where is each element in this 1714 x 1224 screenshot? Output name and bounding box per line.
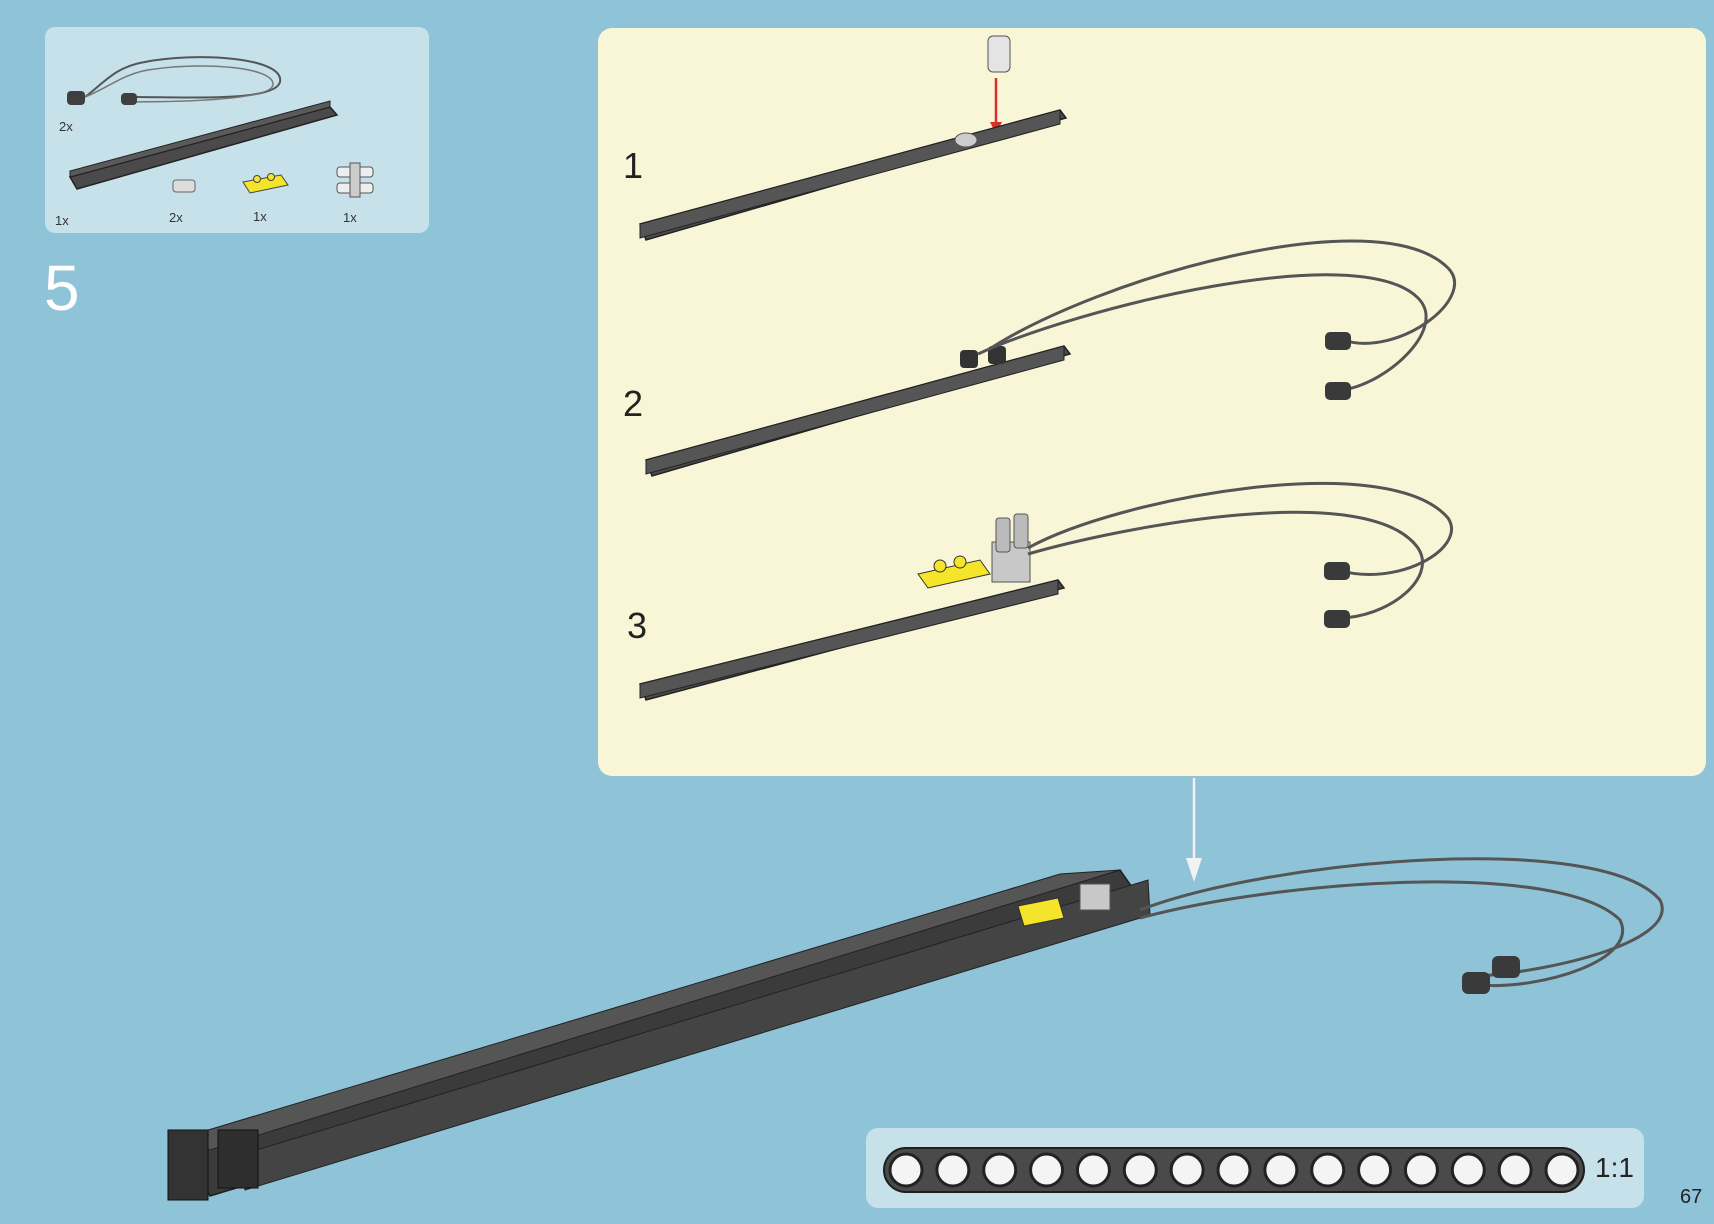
- ruler-hole: [1122, 1152, 1158, 1188]
- sub-assembly-illustration: [639, 35, 1456, 701]
- yellow-plate-icon: [242, 173, 289, 194]
- ruler-hole: [1357, 1152, 1393, 1188]
- ruler-beam-icon: [883, 1147, 1585, 1193]
- pin-icon: [172, 179, 196, 193]
- qty-cable: 2x: [59, 119, 73, 134]
- ruler-hole: [1169, 1152, 1205, 1188]
- scale-ruler-callout: 1:1: [866, 1128, 1644, 1208]
- ruler-hole: [935, 1152, 971, 1188]
- page-number: 67: [1680, 1186, 1703, 1208]
- liftarm-icon: [68, 100, 339, 190]
- step-number: 5: [44, 252, 80, 324]
- ruler-hole: [1216, 1152, 1252, 1188]
- qty-double-pin: 1x: [343, 210, 357, 225]
- ruler-hole: [1450, 1152, 1486, 1188]
- qty-plate: 1x: [253, 209, 267, 224]
- ruler-hole: [1263, 1152, 1299, 1188]
- ruler-hole: [1403, 1152, 1439, 1188]
- sub-step-1-label: 1: [623, 145, 644, 186]
- ruler-hole: [982, 1152, 1018, 1188]
- parts-illustration: [67, 56, 374, 198]
- sub-step-3-diagram: [639, 481, 1453, 701]
- sub-step-1-diagram: [639, 35, 1068, 241]
- ruler-hole: [1310, 1152, 1346, 1188]
- scale-label: 1:1: [1595, 1152, 1634, 1183]
- sub-step-2-label: 2: [623, 383, 644, 424]
- ruler-holes: [888, 1152, 1580, 1188]
- ruler-hole: [1497, 1152, 1533, 1188]
- sub-step-3-label: 3: [627, 605, 648, 646]
- ruler-hole: [1029, 1152, 1065, 1188]
- ruler-hole: [1544, 1152, 1580, 1188]
- parts-list-callout: 2x 1x 2x 1x 1x: [45, 27, 429, 233]
- ruler-hole: [1075, 1152, 1111, 1188]
- ruler-hole: [888, 1152, 924, 1188]
- qty-liftarm: 1x: [55, 213, 69, 228]
- placement-arrow-icon: [1186, 858, 1202, 882]
- sub-assembly-panel: 1 2 3: [598, 28, 1706, 776]
- sub-step-2-diagram: [645, 239, 1456, 477]
- connector-cable-icon: [67, 56, 282, 105]
- qty-pin: 2x: [169, 210, 183, 225]
- double-pin-icon: [336, 162, 374, 198]
